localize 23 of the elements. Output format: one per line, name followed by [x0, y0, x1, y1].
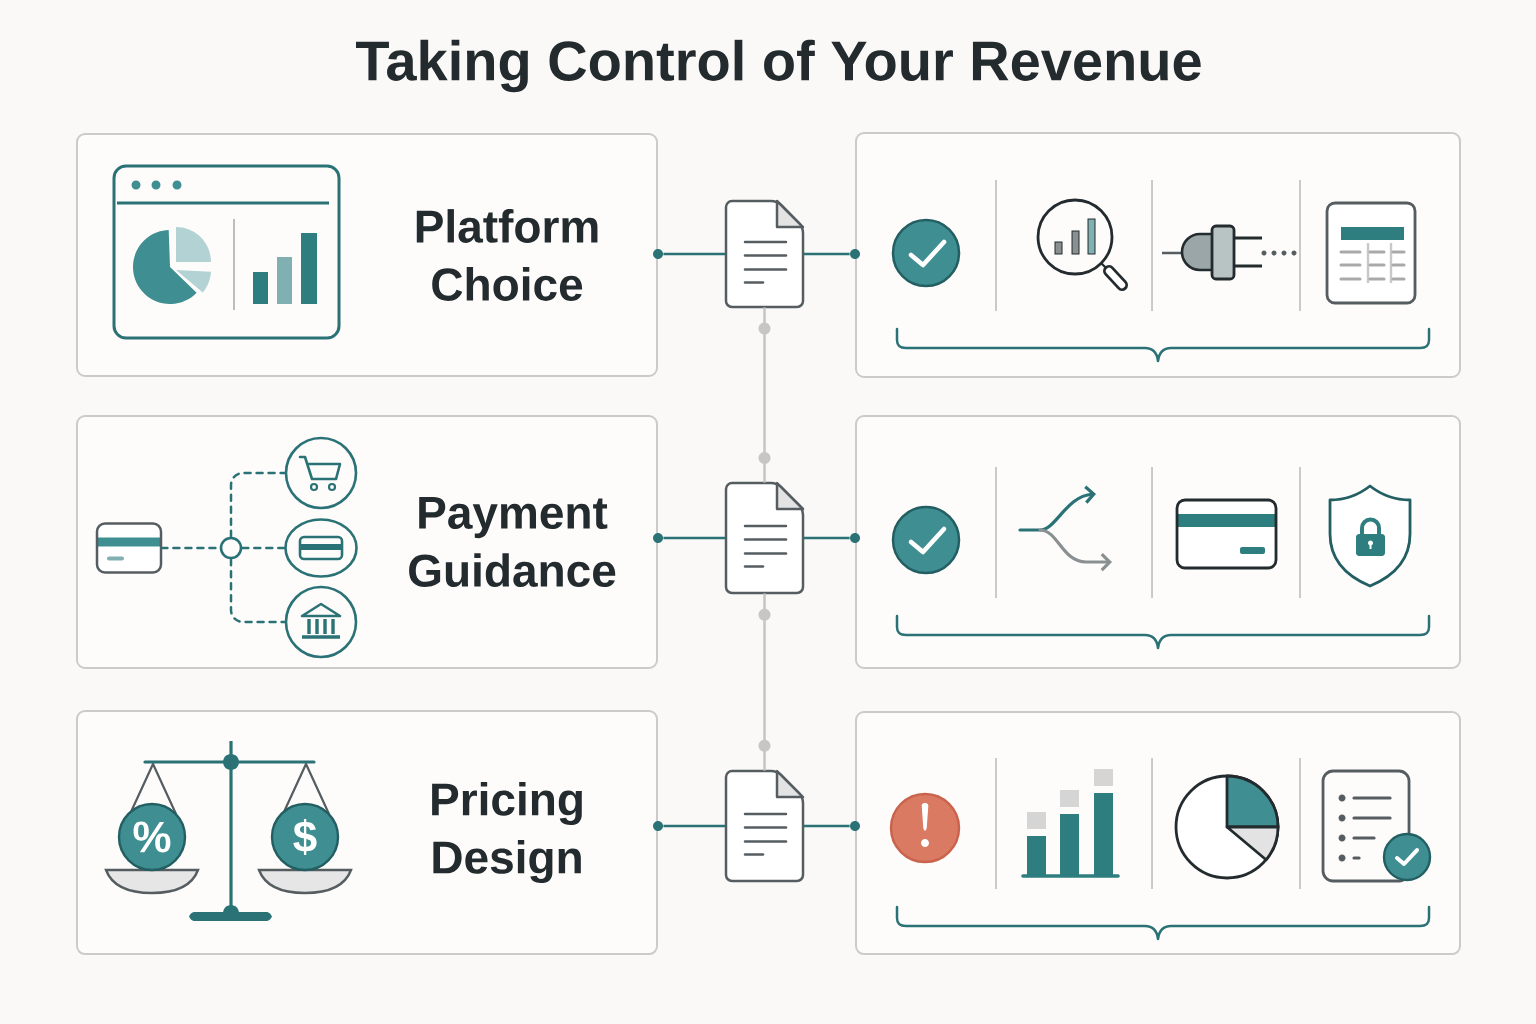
document-icon	[724, 199, 805, 309]
connector	[758, 593, 771, 771]
title: Taking Control of Your Revenue	[356, 39, 1201, 93]
connector	[663, 252, 726, 256]
connector	[229, 558, 286, 624]
bank-icon	[284, 585, 358, 659]
connector	[663, 536, 726, 540]
document-icon	[724, 769, 805, 883]
coin-symbol: $	[293, 819, 317, 855]
document-icon	[724, 481, 805, 595]
cart-icon	[284, 436, 358, 510]
connector	[803, 536, 850, 540]
junction-circle	[219, 536, 243, 560]
card-icon	[284, 518, 358, 578]
connector	[803, 824, 850, 828]
connector	[758, 307, 771, 483]
connector	[803, 252, 850, 256]
coin-symbol: %	[133, 821, 171, 853]
credit-card-icon	[95, 522, 163, 574]
topic-box: Platform Choice	[76, 133, 658, 377]
connector	[241, 546, 286, 550]
connector	[663, 824, 726, 828]
connector	[229, 471, 286, 538]
